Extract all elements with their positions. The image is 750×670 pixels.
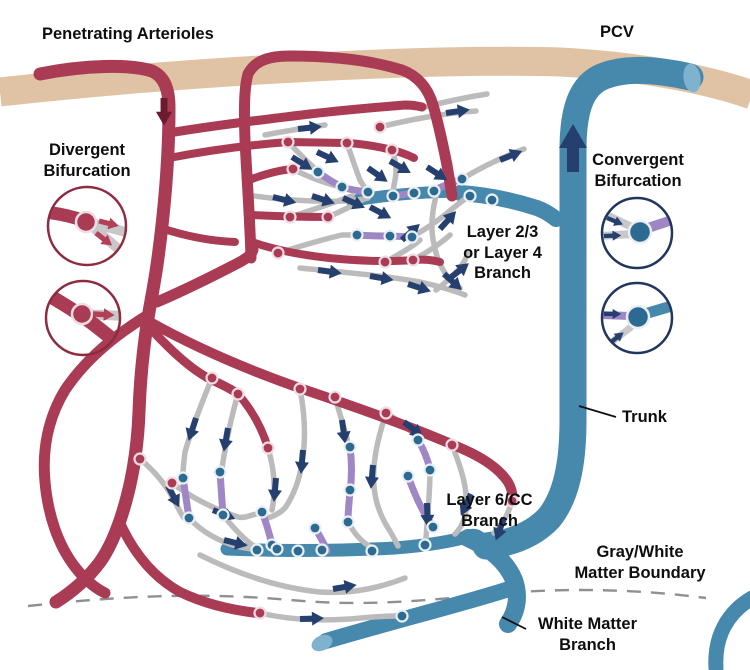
- white-matter-pointer-line: [501, 616, 527, 630]
- label-penetrating-arterioles: Penetrating Arterioles: [42, 25, 214, 43]
- convergent-inset-top: [600, 196, 674, 270]
- pcv-end-cap: [683, 63, 701, 93]
- divergent-inset-bottom: [44, 279, 122, 357]
- label-divergent-bifurcation: Divergent Bifurcation: [43, 141, 131, 180]
- bifurcation-nodes: [133, 120, 519, 623]
- label-convergent-bifurcation: Convergent Bifurcation: [592, 151, 684, 190]
- label-trunk: Trunk: [622, 408, 667, 426]
- label-layer6cc-branch: Layer 6/CC Branch: [446, 491, 533, 530]
- white-matter-branch-end-cap: [311, 634, 333, 652]
- label-gray-white-boundary: Gray/White Matter Boundary: [574, 543, 706, 582]
- arteriole-system: [33, 50, 518, 618]
- label-white-matter-branch: White Matter Branch: [538, 615, 637, 654]
- divergent-inset-top: [46, 185, 128, 267]
- label-layer23-branch: Layer 2/3 or Layer 4 Branch: [463, 223, 542, 283]
- gray-white-boundary-line: [27, 588, 707, 608]
- label-pcv: PCV: [600, 23, 634, 41]
- convergent-inset-bottom: [600, 281, 674, 355]
- trunk-pointer-line: [578, 405, 617, 418]
